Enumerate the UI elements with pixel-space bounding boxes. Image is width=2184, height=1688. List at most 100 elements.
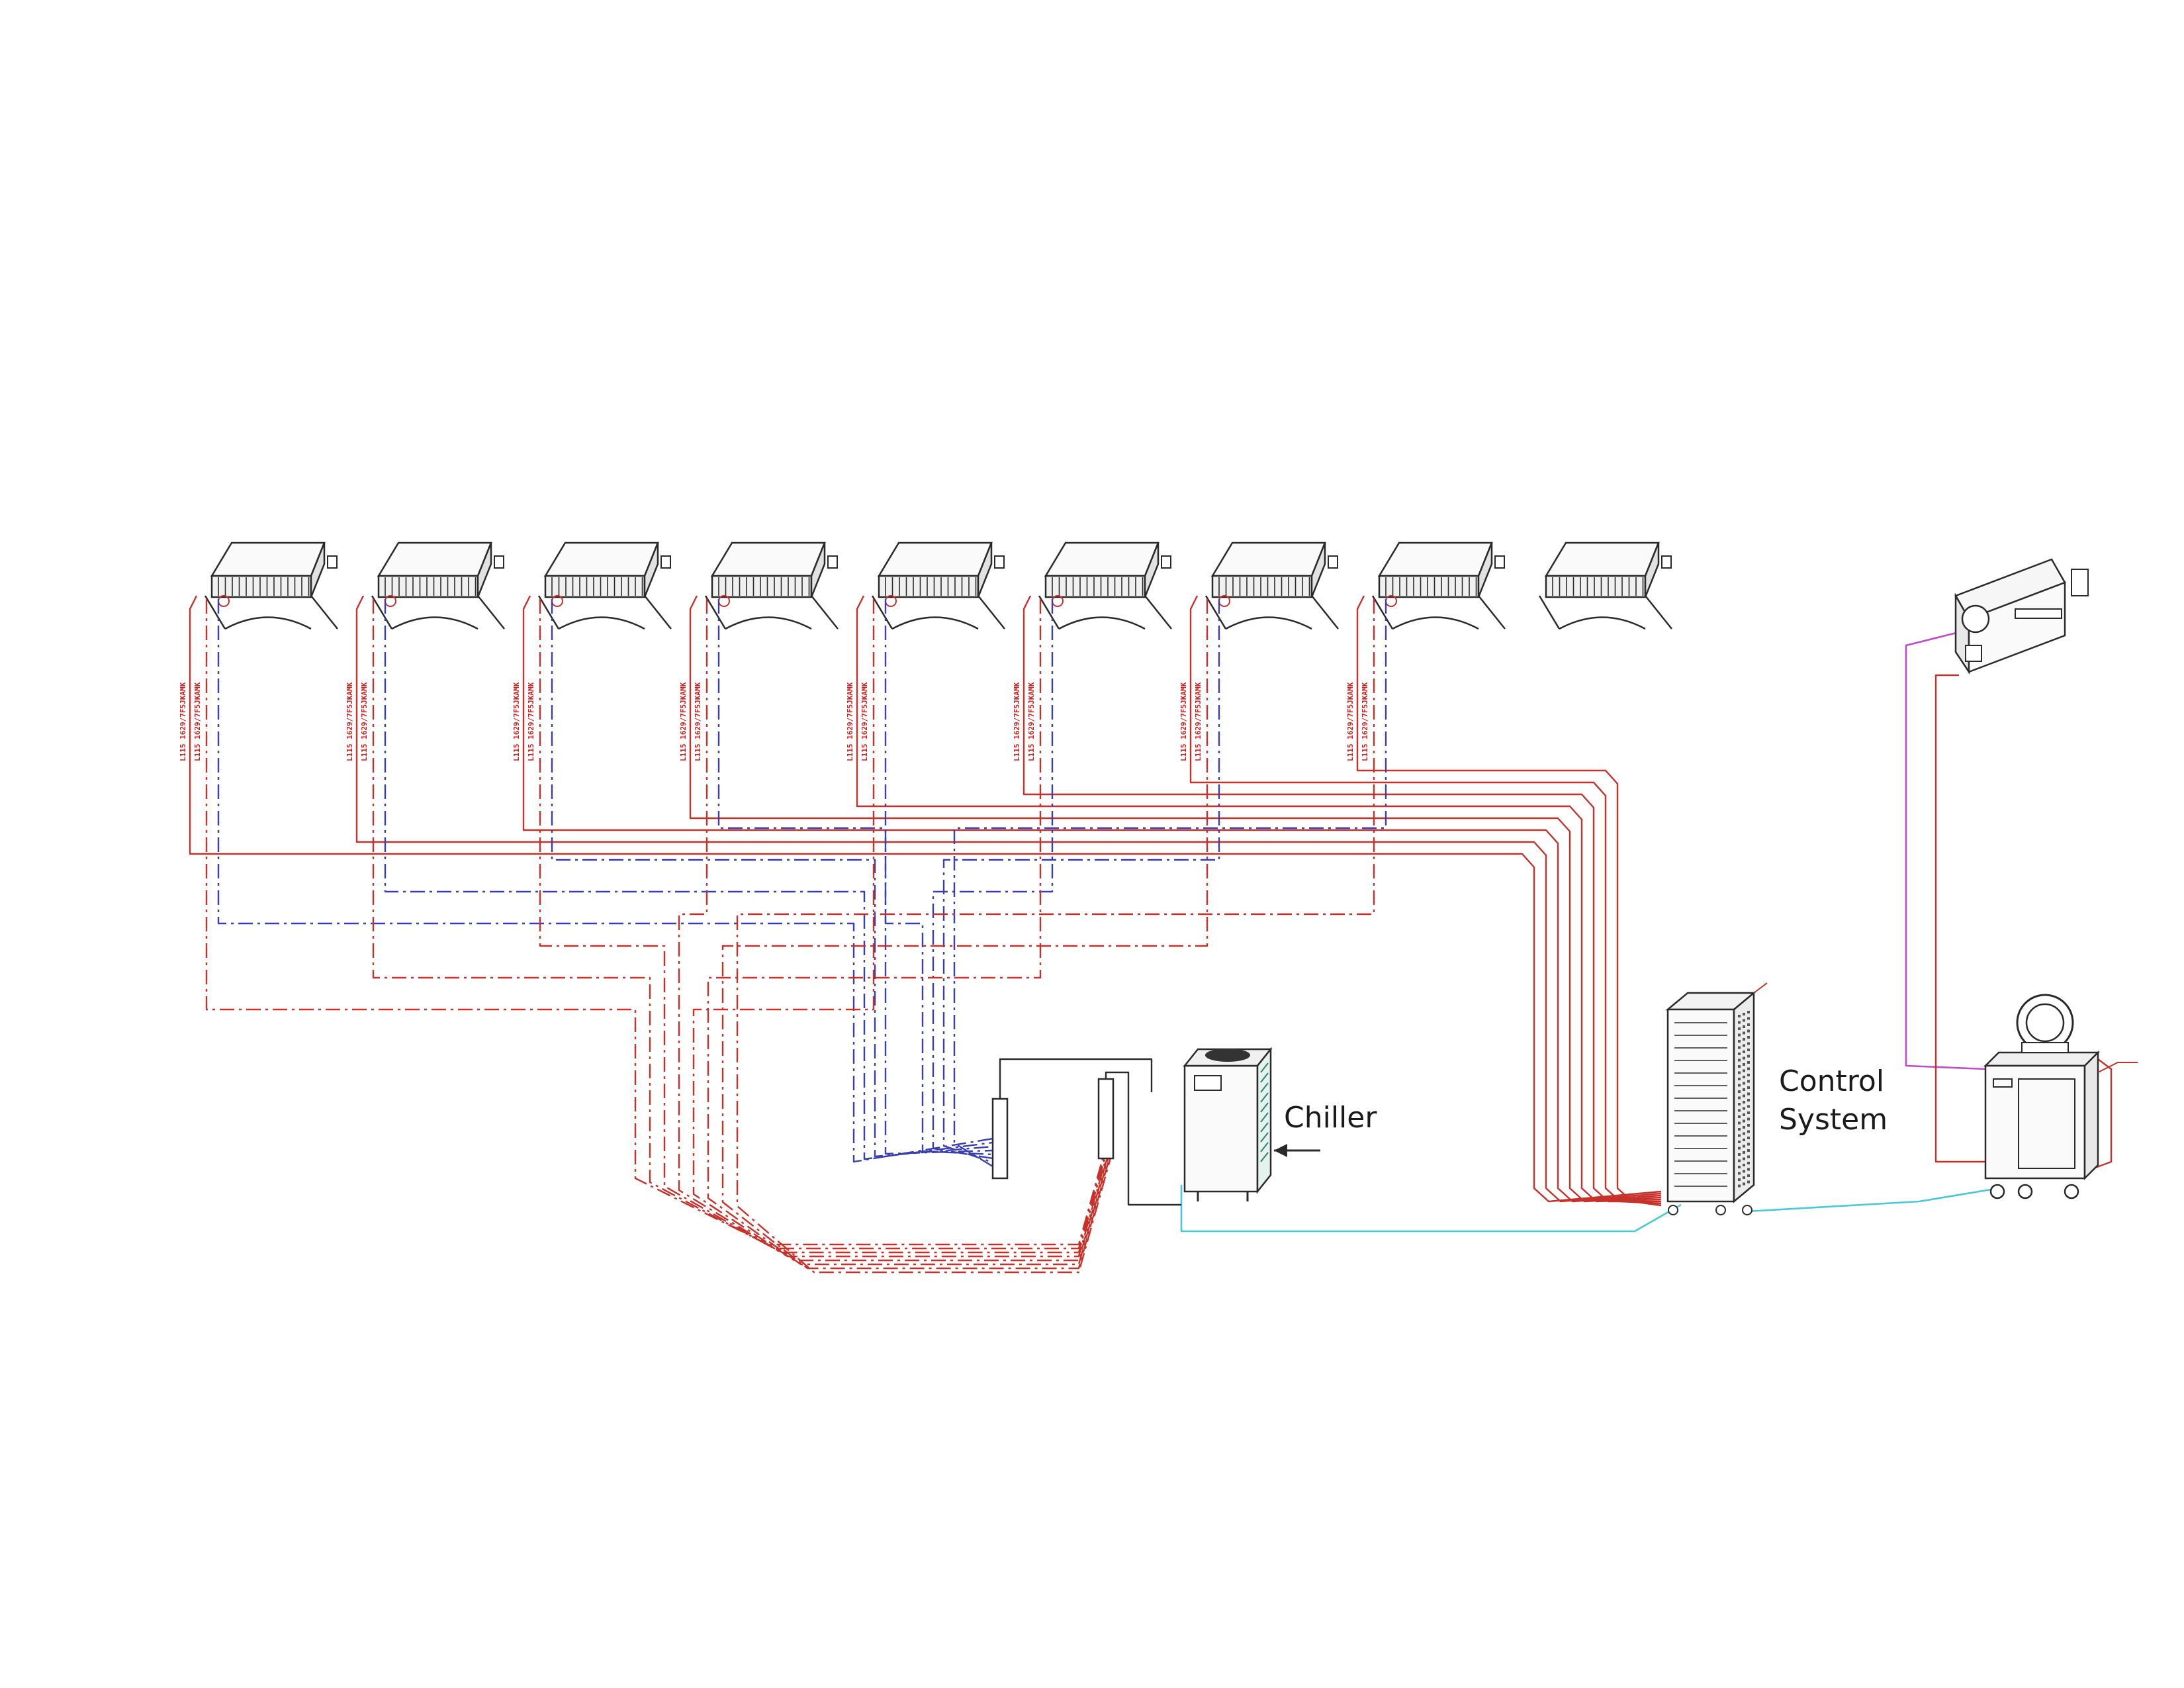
cabinet-vent-hole (1743, 1031, 1745, 1035)
cable-tag-6-1: L115 1629/7F5JKAMK (1013, 682, 1021, 761)
module-mount (1538, 595, 1672, 630)
cable-tag-1-2: L115 1629/7F5JKAMK (193, 682, 202, 761)
cabinet-vent-hole (1747, 1074, 1750, 1076)
coolant-supply-1 (217, 599, 993, 1163)
cabinet-vent-hole (1743, 1157, 1745, 1160)
module-cradle (558, 616, 645, 630)
cabinet-vent-hole (1743, 1132, 1745, 1135)
cabinet-vent-hole (1747, 1042, 1750, 1045)
cabinet-vent-hole (1738, 1128, 1741, 1131)
cabinet-vent-hole (1747, 1049, 1750, 1051)
cabinet-vent-hole (1743, 1063, 1745, 1066)
cable-tag-1-1: L115 1629/7F5JKAMK (179, 682, 187, 761)
trolley-door (2018, 1078, 2075, 1169)
module-cradle (725, 616, 812, 630)
chiller-vent (1260, 1072, 1269, 1083)
cabinet-vent-hole (1747, 1061, 1750, 1064)
cabinet-vent-hole (1738, 1027, 1741, 1030)
coolant-supply-2 (384, 599, 993, 1160)
cabinet-vent-hole (1738, 1071, 1741, 1074)
control-system-label-line1: Control (1779, 1064, 1885, 1098)
module-side-face (1310, 542, 1326, 598)
module-front-face (711, 575, 813, 598)
module-connector (327, 555, 338, 569)
cabinet-vent-hole (1747, 1036, 1750, 1039)
signal-cable-remote (1747, 1187, 1999, 1213)
module-side-face (477, 542, 492, 598)
module-top-face (210, 541, 326, 577)
cabinet-vent-hole (1738, 1109, 1741, 1112)
cabinet-vent-hole (1738, 1178, 1741, 1181)
module-cradle (224, 616, 312, 630)
cable-tag-7-2: L115 1629/7F5JKAMK (1194, 682, 1203, 761)
cabinet-vent-hole (1743, 1094, 1745, 1098)
cabinet-vent-hole (1743, 1139, 1745, 1141)
laser-module-8 (1371, 541, 1506, 630)
cabinet-vent-hole (1743, 1151, 1745, 1154)
cabinet-vent-hole (1747, 1124, 1750, 1127)
module-mount (1371, 595, 1506, 630)
module-cradle (391, 616, 478, 630)
cabinet-vent-hole (1747, 1023, 1750, 1026)
module-front-face (1545, 575, 1647, 598)
chiller-vent (1260, 1102, 1269, 1113)
cable-tag-4-1: L115 1629/7F5JKAMK (679, 682, 688, 761)
control-system-label-line2: System (1779, 1103, 1888, 1137)
cabinet-vent-hole (1747, 1017, 1750, 1020)
cable-tags: L115 1629/7F5JKAMK L115 1629/7F5JKAMK L115… (179, 682, 1369, 761)
coolant-return-5 (692, 599, 1113, 1262)
module-connector (1161, 555, 1171, 569)
cabinet-vent-hole (1738, 1053, 1741, 1055)
chiller-display (1194, 1075, 1222, 1091)
manifold-pipe-1 (999, 1058, 1153, 1099)
cabinet-vent-hole (1743, 1176, 1745, 1179)
cable-tag-2-2: L115 1629/7F5JKAMK (360, 682, 369, 761)
chiller-vent (1260, 1092, 1269, 1103)
cabinet-vent-hole (1738, 1078, 1741, 1080)
chiller-arrow-head (1274, 1144, 1287, 1157)
cabinet-vent-hole (1738, 1090, 1741, 1093)
coolant-return-4 (678, 599, 1113, 1258)
module-mount (204, 595, 338, 630)
laser-head-slot (2015, 608, 2062, 619)
cable-tag-6-2: L115 1629/7F5JKAMK (1027, 682, 1036, 761)
module-front-face (1211, 575, 1313, 598)
laser-head-connector (2071, 569, 2089, 596)
cable-tag-5-1: L115 1629/7F5JKAMK (846, 682, 854, 761)
chiller-unit (1183, 1047, 1320, 1201)
module-front-face (210, 575, 312, 598)
cabinet-vent-hole (1738, 1184, 1741, 1188)
module-top-face (1377, 541, 1493, 577)
power-cable-8 (1356, 595, 1662, 1207)
module-side-face (1144, 542, 1160, 598)
module-connector (1494, 555, 1505, 569)
module-mount (871, 595, 1005, 630)
remote-cable (1905, 631, 1986, 1070)
module-connector (827, 555, 838, 569)
power-cable-2 (355, 595, 1662, 1203)
cabinet-vent-hole (1743, 1019, 1745, 1022)
module-top-face (377, 541, 492, 577)
cabinet-vent-hole (1743, 1038, 1745, 1041)
cabinet-vent-hole (1747, 1029, 1750, 1033)
cabinet-vent-hole (1738, 1159, 1741, 1162)
module-mount (371, 595, 505, 630)
cable-routing (189, 595, 2113, 1274)
cabinet-lead (1753, 982, 1768, 994)
module-side-face (643, 542, 659, 598)
cabinet-vent-hole (1738, 1166, 1741, 1168)
module-front-face (377, 575, 479, 598)
cable-tag-4-2: L115 1629/7F5JKAMK (694, 682, 702, 761)
cabinet-vent-hole (1743, 1069, 1745, 1072)
cabinet-vent-hole (1747, 1080, 1750, 1083)
chiller-vent (1260, 1112, 1269, 1123)
cabinet-caster (1715, 1205, 1726, 1215)
cabinet-vent-hole (1747, 1092, 1750, 1096)
cabinet-vent-hole (1743, 1076, 1745, 1078)
module-cradle (1392, 616, 1479, 630)
control-system-label: Control System (1779, 1062, 1888, 1139)
cabinet-vent-hole (1747, 1137, 1750, 1139)
coolant-supply-7 (942, 599, 1220, 1164)
supply-manifold (991, 1098, 1009, 1180)
